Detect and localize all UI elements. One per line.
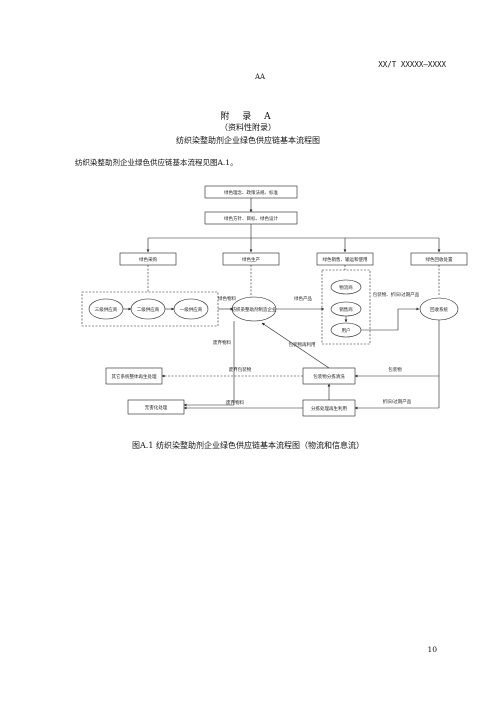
appendix-type: （资料性附录） [220, 123, 276, 132]
txt-pack-sort: 包装物分拣清洗 [313, 373, 345, 380]
txt-user: 用户 [342, 327, 351, 334]
txt-sort-reuse: 分拣处理再生利用 [311, 405, 347, 412]
page-number: 10 [427, 645, 437, 654]
lbl-waste-pack: 废弃包装物 [229, 366, 252, 373]
txt-harmless: 无害化处理 [145, 404, 168, 411]
standard-code: XX/T XXXXX—XXXX [378, 60, 446, 69]
txt-other-system: 其它系统整体再生处理 [112, 373, 157, 380]
txt-logistics: 物流商 [339, 284, 353, 291]
appendix-title: 附 录 A [220, 112, 276, 122]
lbl-pack-eol: 包装物、折旧/过期产品 [373, 291, 420, 298]
appendix-heading: 纺织染整助剂企业绿色供应链基本流程图 [176, 136, 320, 145]
txt-purchase: 绿色采购 [139, 256, 157, 263]
supplier-group [81, 291, 219, 327]
txt-supplier1: 一级供应商 [180, 306, 203, 313]
txt-top2: 绿色方针、目标、绿色设计 [224, 215, 278, 222]
txt-enterprise: 纺织染整助剂制造企业 [232, 306, 277, 313]
txt-recycle-system: 回收系统 [430, 306, 448, 313]
txt-recycle: 绿色回收处置 [426, 256, 453, 263]
figure-caption: 图A.1 纺织染整助剂企业绿色供应链基本流程图（物流和信息流） [132, 441, 364, 450]
txt-dealer: 销售商 [339, 306, 353, 313]
intro-paragraph: 纺织染整助剂企业绿色供应链基本流程见图A.1。 [75, 158, 238, 167]
txt-top1: 绿色理念、政策法规、标准 [224, 189, 278, 196]
lbl-waste-material: 废弃物料 [213, 339, 231, 346]
txt-supplier2: 二级供应商 [137, 306, 160, 313]
header-mark: AA [255, 73, 266, 81]
lbl-pack-reuse: 包装物再利用 [289, 341, 316, 348]
txt-production: 绿色生产 [242, 256, 260, 263]
lbl-pack: 包装物 [388, 366, 402, 373]
lbl-material: 绿色物料 [218, 295, 236, 302]
txt-supplier3: 三级供应商 [95, 306, 118, 313]
lbl-waste-material-2: 废弃物料 [226, 399, 244, 406]
lbl-eol-product: 折旧/过期产品 [383, 398, 412, 405]
txt-sales: 绿色销售、输运和使用 [323, 256, 368, 263]
sales-group [321, 269, 371, 345]
lbl-product: 绿色产品 [294, 295, 312, 302]
ellipse-logistics [330, 279, 362, 295]
